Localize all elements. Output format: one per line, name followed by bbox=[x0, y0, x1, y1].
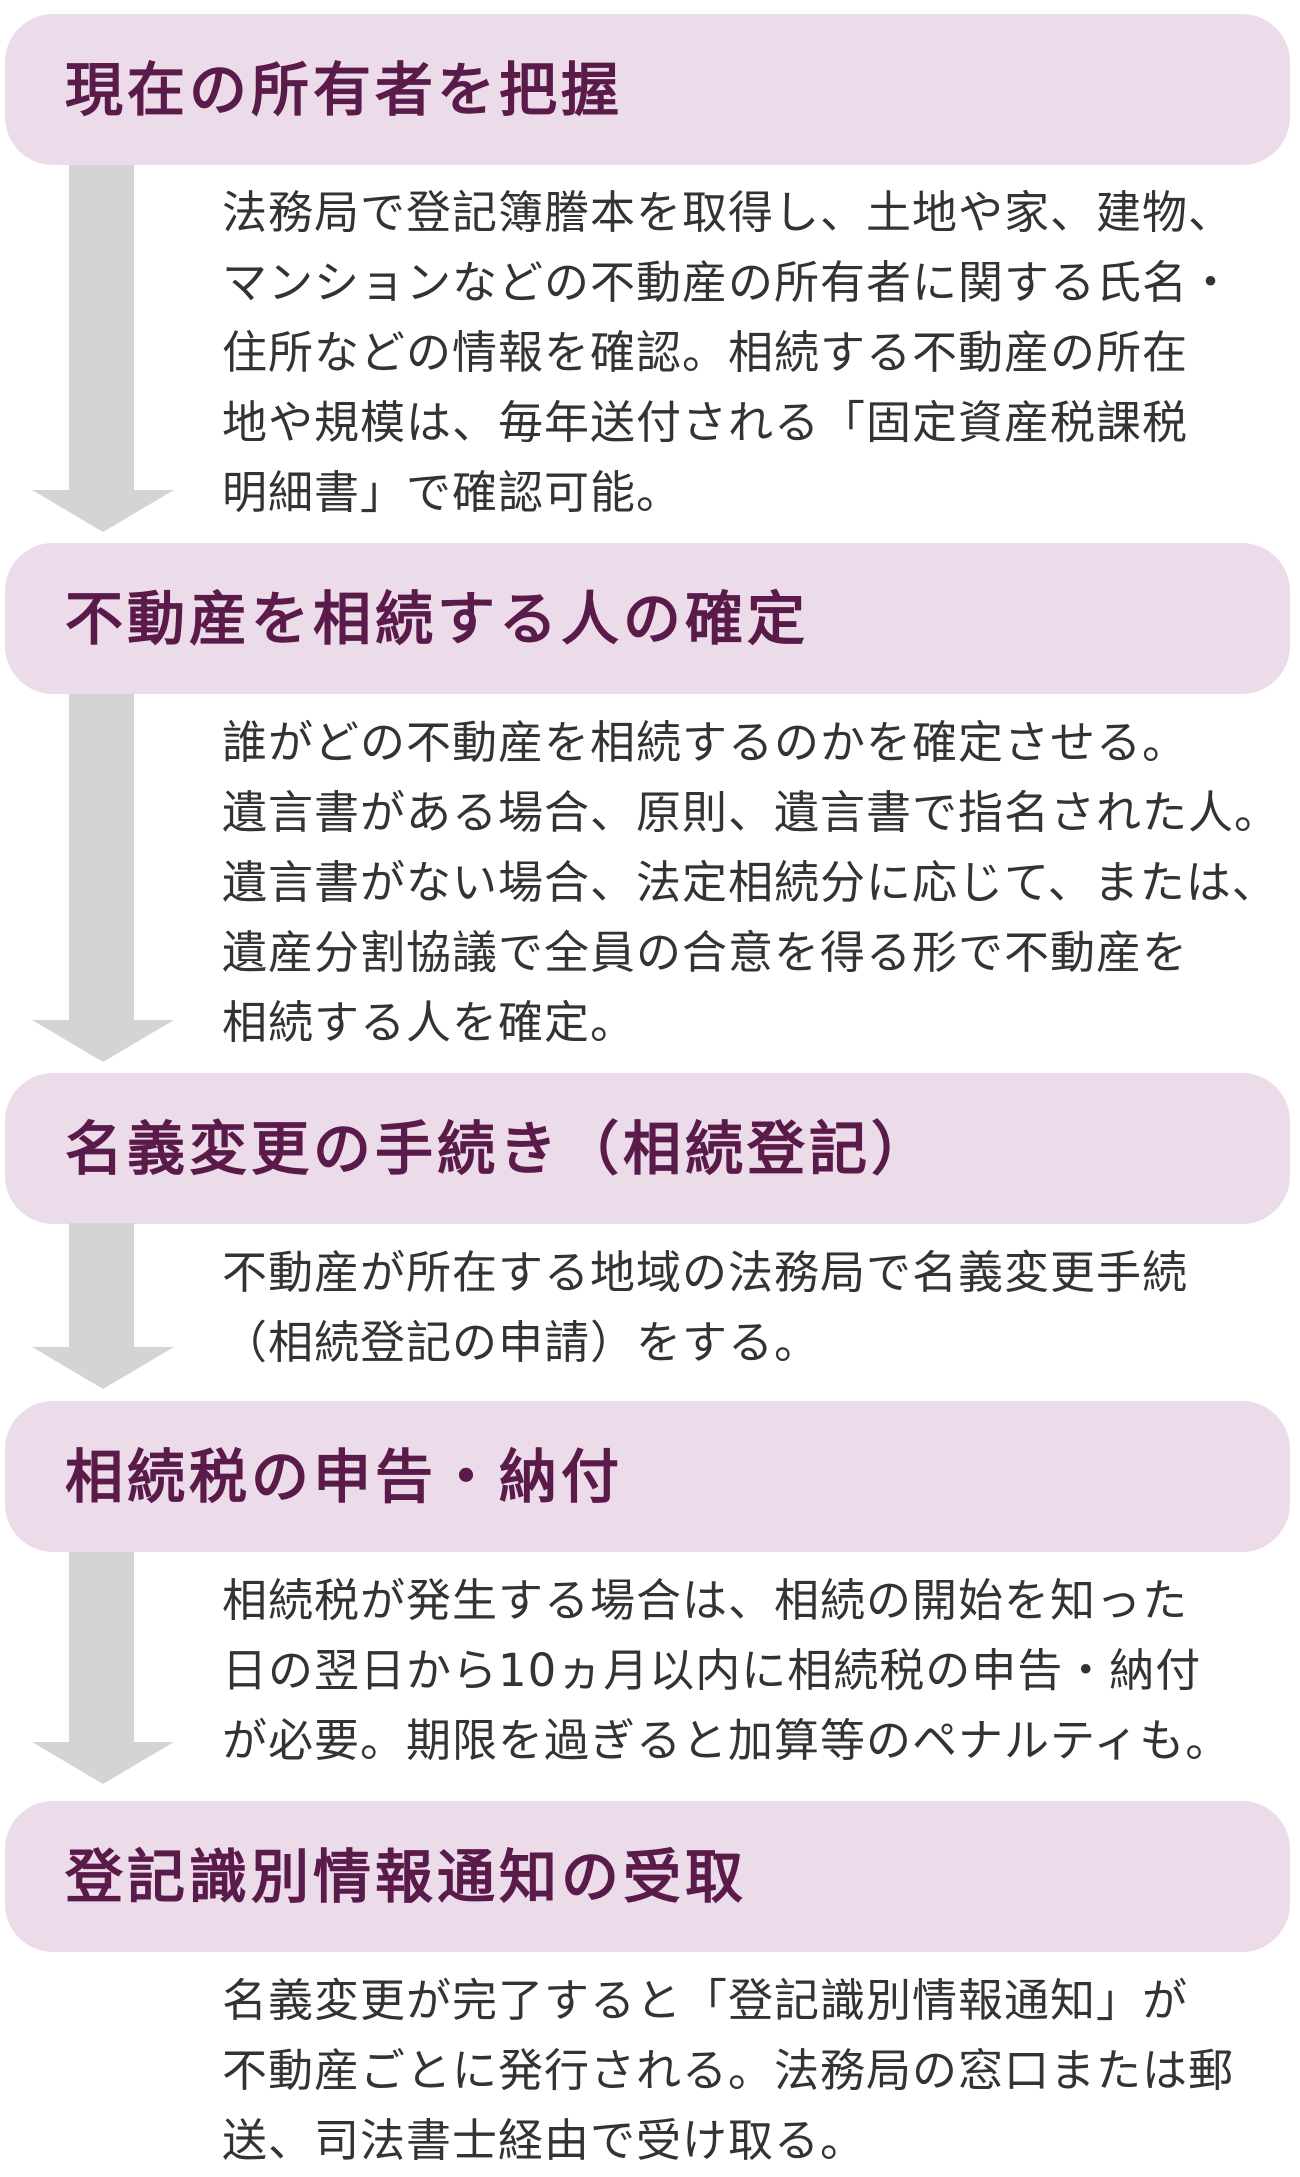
step-4-header: 相続税の申告・納付 bbox=[5, 1401, 1290, 1552]
step-5-header: 登記識別情報通知の受取 bbox=[5, 1801, 1290, 1952]
step-1-line: 地や規模は、毎年送付される「固定資産税課税 bbox=[222, 396, 1189, 449]
down-arrow-icon bbox=[32, 1552, 174, 1784]
step-1-line: マンションなどの不動産の所有者に関する氏名・ bbox=[222, 256, 1235, 309]
step-2-line: 遺言書がない場合、法定相続分に応じて、または、 bbox=[222, 856, 1278, 909]
step-1-line: 明細書」で確認可能。 bbox=[222, 466, 683, 519]
step-4-line: 日の翌日から10ヵ月以内に相続税の申告・納付 bbox=[222, 1644, 1202, 1697]
step-4-title: 相続税の申告・納付 bbox=[65, 1442, 624, 1511]
down-arrow-icon bbox=[32, 165, 174, 532]
step-1-description: 法務局で登記簿謄本を取得し、土地や家、建物、 マンションなどの不動産の所有者に関… bbox=[222, 178, 1282, 528]
step-2-title: 不動産を相続する人の確定 bbox=[65, 584, 810, 653]
step-4-line: 相続税が発生する場合は、相続の開始を知った bbox=[222, 1574, 1189, 1627]
step-2-line: 遺産分割協議で全員の合意を得る形で不動産を bbox=[222, 926, 1189, 979]
step-3-line: 不動産が所在する地域の法務局で名義変更手続 bbox=[222, 1246, 1189, 1299]
step-3-title: 名義変更の手続き（相続登記） bbox=[65, 1114, 934, 1183]
step-5-line: 名義変更が完了すると「登記識別情報通知」が bbox=[222, 1974, 1189, 2027]
step-2-header: 不動産を相続する人の確定 bbox=[5, 543, 1290, 694]
down-arrow-icon bbox=[32, 694, 174, 1062]
step-1-line: 住所などの情報を確認。相続する不動産の所在 bbox=[222, 326, 1189, 379]
step-5-title: 登記識別情報通知の受取 bbox=[65, 1842, 748, 1911]
step-3-line: （相続登記の申請）をする。 bbox=[222, 1316, 821, 1369]
step-3-description: 不動産が所在する地域の法務局で名義変更手続 （相続登記の申請）をする。 bbox=[222, 1238, 1282, 1378]
step-1-header: 現在の所有者を把握 bbox=[5, 14, 1290, 165]
step-2-line: 遺言書がある場合、原則、遺言書で指名された人。 bbox=[222, 786, 1281, 839]
step-2-line: 相続する人を確定。 bbox=[222, 996, 637, 1049]
step-4-line: が必要。期限を過ぎると加算等のペナルティも。 bbox=[222, 1714, 1232, 1767]
step-1-line: 法務局で登記簿謄本を取得し、土地や家、建物、 bbox=[222, 186, 1235, 239]
step-5-description: 名義変更が完了すると「登記識別情報通知」が 不動産ごとに発行される。法務局の窓口… bbox=[222, 1966, 1282, 2176]
step-2-description: 誰がどの不動産を相続するのかを確定させる。 遺言書がある場合、原則、遺言書で指名… bbox=[222, 708, 1282, 1058]
step-4-description: 相続税が発生する場合は、相続の開始を知った 日の翌日から10ヵ月以内に相続税の申… bbox=[222, 1566, 1282, 1776]
step-1-title: 現在の所有者を把握 bbox=[65, 55, 624, 124]
step-5-line: 送、司法書士経由で受け取る。 bbox=[222, 2114, 867, 2167]
down-arrow-icon bbox=[32, 1223, 174, 1389]
step-2-line: 誰がどの不動産を相続するのかを確定させる。 bbox=[222, 716, 1189, 769]
step-5-line: 不動産ごとに発行される。法務局の窓口または郵 bbox=[222, 2044, 1235, 2097]
step-3-header: 名義変更の手続き（相続登記） bbox=[5, 1073, 1290, 1224]
